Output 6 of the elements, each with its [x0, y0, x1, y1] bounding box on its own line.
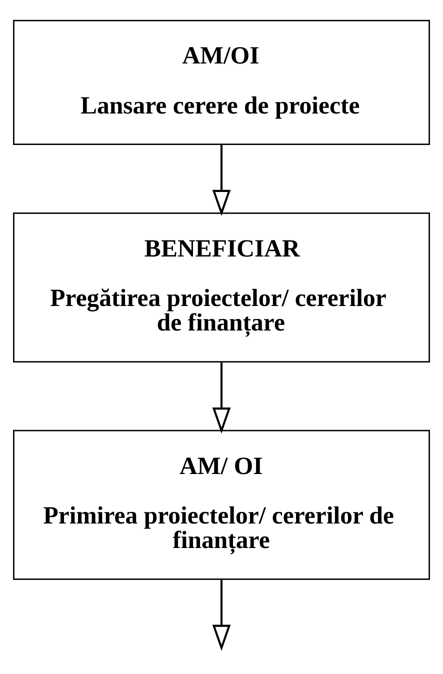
node-box: BENEFICIAR Pregătirea proiectelor/ cererilor de finanțare: [13, 212, 430, 362]
arrow: [212, 362, 231, 434]
arrow: [212, 580, 231, 651]
arrow: [212, 144, 231, 216]
node-box: AM/OI Lansare cerere de proiecte: [13, 20, 430, 146]
node-box: AM/ OI Primirea proiectelor/ cererilor de finanțare: [13, 430, 430, 580]
